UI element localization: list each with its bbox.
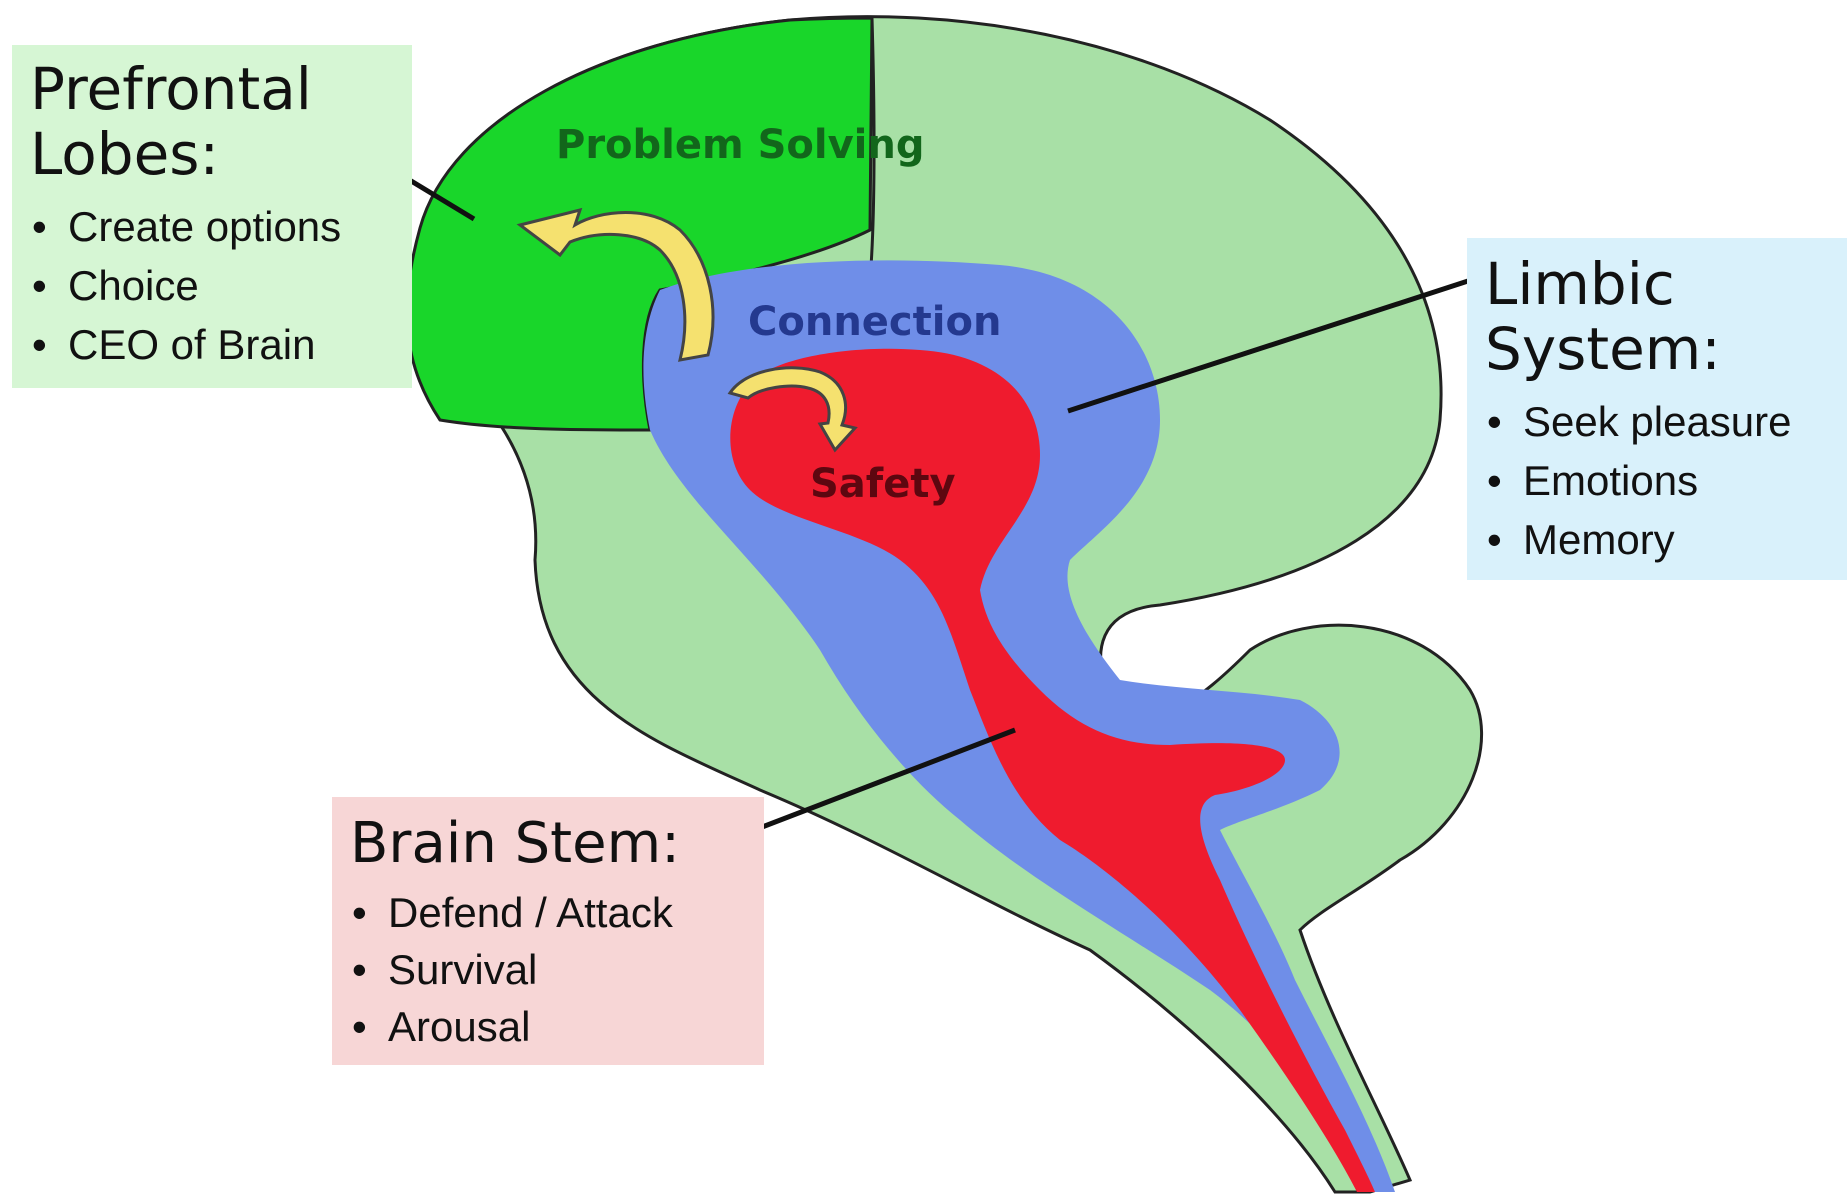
- problem-solving-label: Problem Solving: [556, 122, 925, 168]
- limbic-item: Emotions: [1485, 451, 1847, 510]
- prefrontal-title: Prefrontal Lobes:: [30, 57, 412, 187]
- prefrontal-title-line-2: Lobes:: [30, 122, 412, 187]
- brainstem-item: Survival: [350, 941, 764, 998]
- limbic-list: Seek pleasure Emotions Memory: [1485, 392, 1847, 569]
- limbic-title: Limbic System:: [1485, 252, 1847, 382]
- prefrontal-list: Create options Choice CEO of Brain: [30, 197, 412, 374]
- limbic-item: Memory: [1485, 510, 1847, 569]
- limbic-title-line-1: Limbic: [1485, 252, 1847, 317]
- limbic-item: Seek pleasure: [1485, 392, 1847, 451]
- brainstem-title: Brain Stem:: [350, 813, 764, 876]
- brainstem-item: Defend / Attack: [350, 884, 764, 941]
- prefrontal-callout: Prefrontal Lobes: Create options Choice …: [12, 45, 412, 388]
- safety-label: Safety: [810, 461, 956, 507]
- brainstem-item: Arousal: [350, 998, 764, 1055]
- prefrontal-item: CEO of Brain: [30, 315, 412, 374]
- prefrontal-item: Choice: [30, 256, 412, 315]
- limbic-title-line-2: System:: [1485, 317, 1847, 382]
- limbic-callout: Limbic System: Seek pleasure Emotions Me…: [1467, 238, 1847, 580]
- prefrontal-title-line-1: Prefrontal: [30, 57, 412, 122]
- brainstem-callout: Brain Stem: Defend / Attack Survival Aro…: [332, 797, 764, 1065]
- prefrontal-item: Create options: [30, 197, 412, 256]
- connection-label: Connection: [748, 299, 1001, 345]
- brainstem-list: Defend / Attack Survival Arousal: [350, 884, 764, 1055]
